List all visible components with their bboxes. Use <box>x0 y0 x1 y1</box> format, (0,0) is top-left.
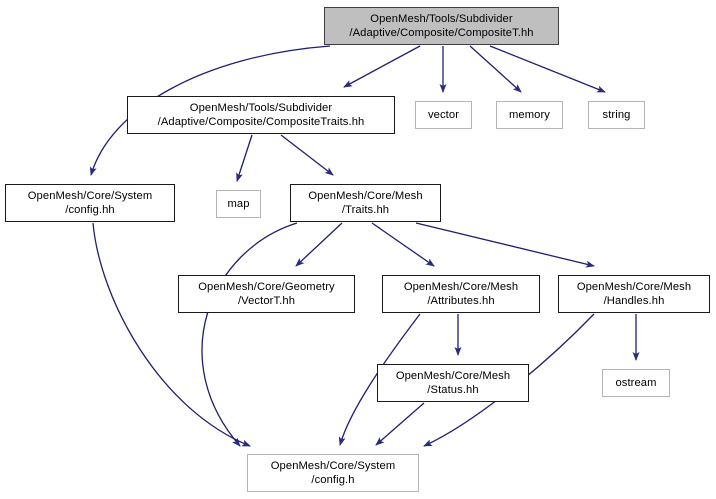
graph-node-label: OpenMesh/Core/System /config.h <box>270 460 396 486</box>
graph-node-configHH[interactable]: OpenMesh/Core/System /config.hh <box>5 184 175 222</box>
graph-node-label: OpenMesh/Tools/Subdivider /Adaptive/Comp… <box>157 102 365 128</box>
graph-node-configH[interactable]: OpenMesh/Core/System /config.h <box>247 454 419 492</box>
graph-node-handles[interactable]: OpenMesh/Core/Mesh /Handles.hh <box>558 275 710 313</box>
graph-node-string[interactable]: string <box>588 101 645 129</box>
graph-edge-status-to-configH <box>375 402 425 446</box>
graph-edge-configHH-to-configH <box>92 222 251 447</box>
graph-node-status[interactable]: OpenMesh/Core/Mesh /Status.hh <box>377 364 529 402</box>
graph-node-label: ostream <box>615 377 657 389</box>
graph-node-label: OpenMesh/Tools/Subdivider /Adaptive/Comp… <box>349 13 534 39</box>
graph-edge-compositeTraits-to-traits <box>280 134 334 176</box>
graph-node-label: memory <box>508 109 550 121</box>
graph-node-memory[interactable]: memory <box>496 101 563 129</box>
graph-node-label: OpenMesh/Core/Mesh /Handles.hh <box>576 281 692 307</box>
graph-node-label: OpenMesh/Core/Mesh /Status.hh <box>395 370 511 396</box>
graph-edge-traits-to-vectorT <box>295 222 343 267</box>
graph-node-label: OpenMesh/Core/System /config.hh <box>27 190 153 216</box>
graph-node-compositeT[interactable]: OpenMesh/Tools/Subdivider /Adaptive/Comp… <box>324 7 559 45</box>
graph-edge-compositeTraits-to-map <box>236 134 253 182</box>
graph-node-label: string <box>602 109 631 121</box>
graph-edge-compositeT-to-string <box>489 45 606 93</box>
graph-node-label: map <box>227 198 250 210</box>
graph-node-map[interactable]: map <box>216 190 261 218</box>
graph-edge-compositeT-to-compositeTraits <box>343 45 421 88</box>
graph-node-vector[interactable]: vector <box>415 101 472 129</box>
graph-node-ostream[interactable]: ostream <box>602 369 670 397</box>
graph-edge-traits-to-handles <box>415 222 595 268</box>
graph-edge-traits-to-configH <box>201 222 298 447</box>
graph-node-attributes[interactable]: OpenMesh/Core/Mesh /Attributes.hh <box>382 275 540 313</box>
graph-node-label: vector <box>427 109 460 121</box>
graph-node-vectorT[interactable]: OpenMesh/Core/Geometry /VectorT.hh <box>178 275 355 313</box>
graph-node-label: OpenMesh/Core/Mesh /Attributes.hh <box>403 281 519 307</box>
graph-edge-compositeT-to-configHH <box>89 45 331 176</box>
graph-edge-compositeT-to-memory <box>469 45 522 93</box>
graph-edge-attributes-to-configH <box>338 313 421 446</box>
graph-node-label: OpenMesh/Core/Mesh /Traits.hh <box>308 190 423 216</box>
graph-node-label: OpenMesh/Core/Geometry /VectorT.hh <box>198 281 335 307</box>
graph-node-traits[interactable]: OpenMesh/Core/Mesh /Traits.hh <box>290 184 441 222</box>
graph-edge-traits-to-attributes <box>371 222 435 267</box>
graph-node-compositeTraits[interactable]: OpenMesh/Tools/Subdivider /Adaptive/Comp… <box>127 96 395 134</box>
